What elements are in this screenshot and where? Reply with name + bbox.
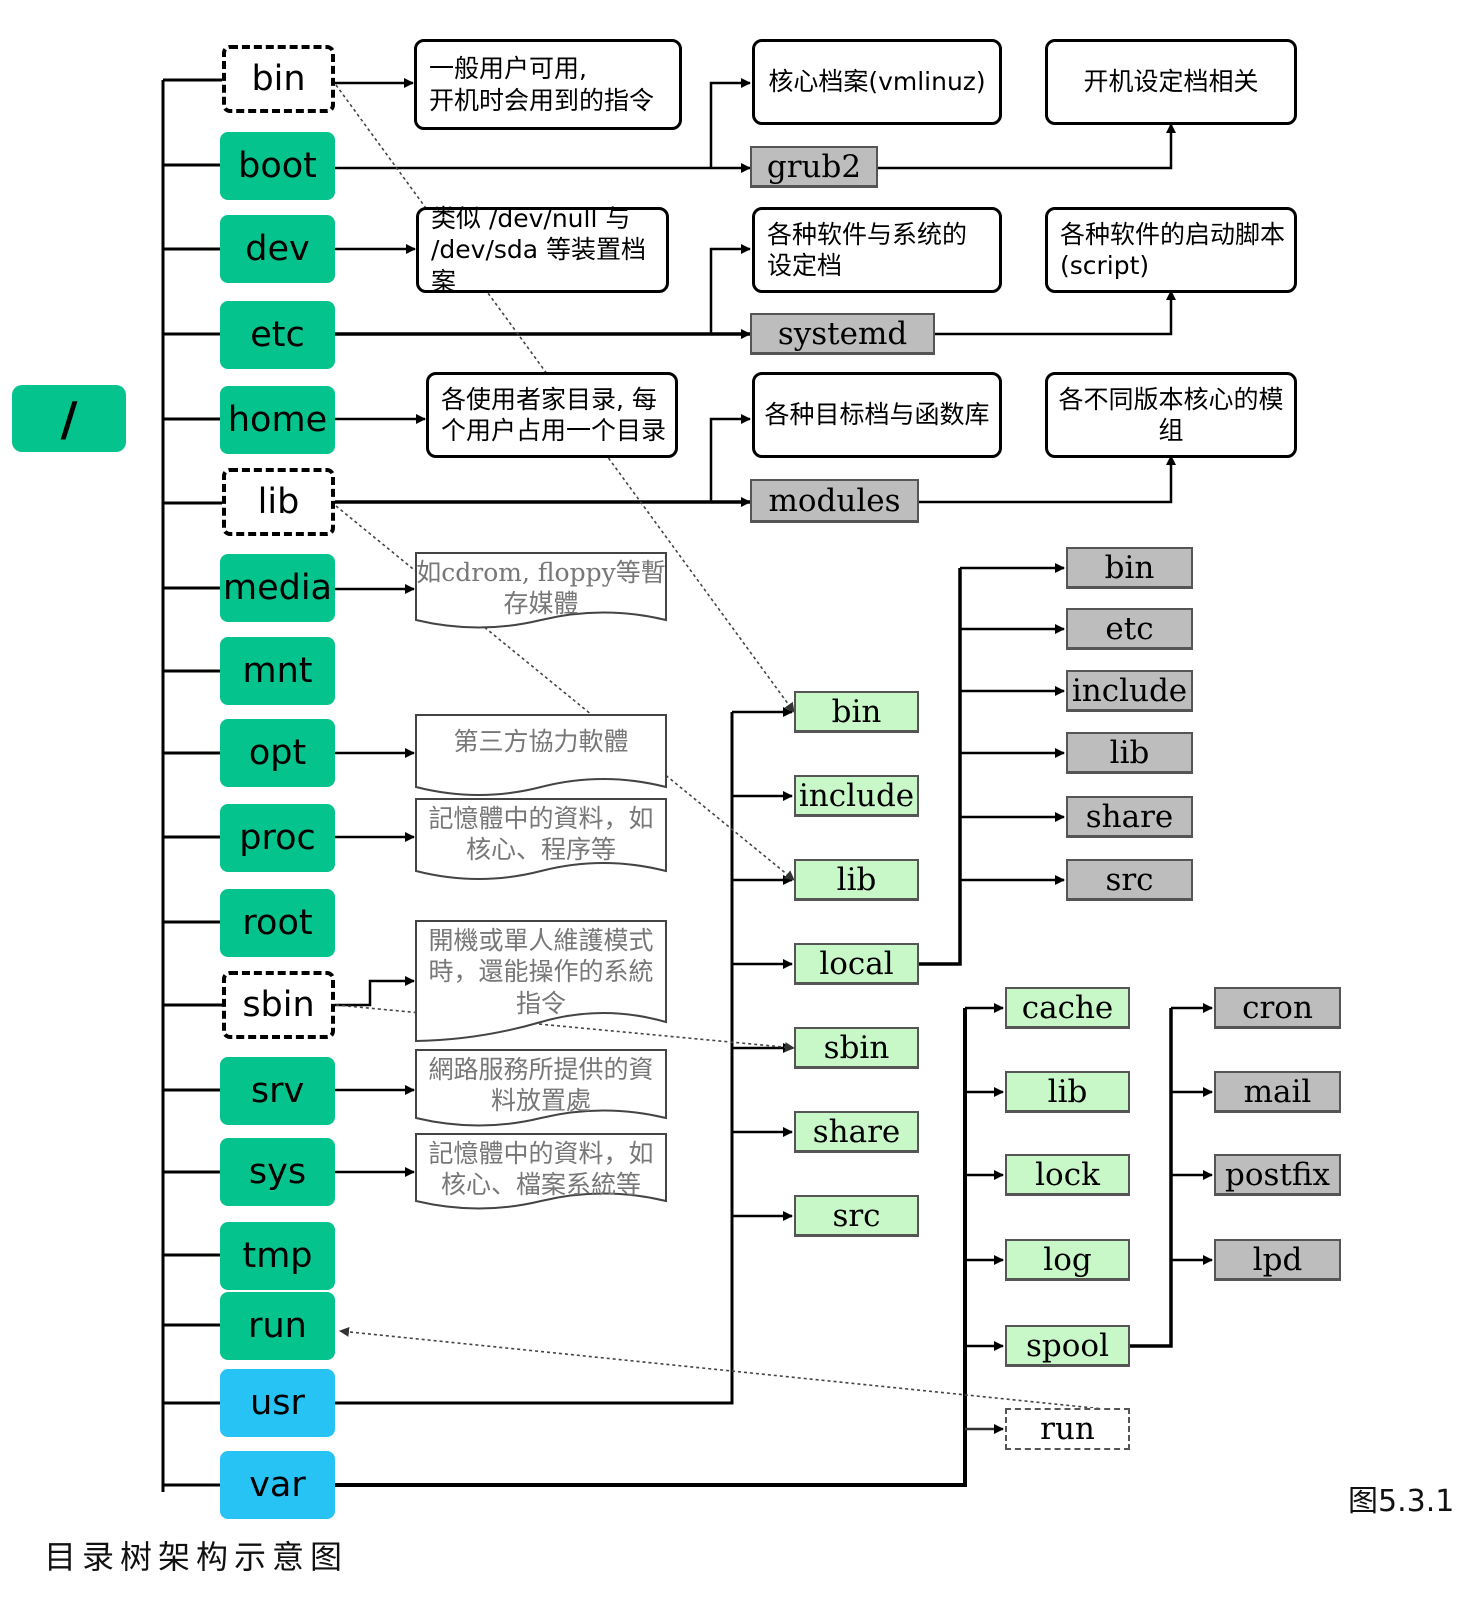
dir-dev: dev <box>220 215 335 283</box>
root-directory: / <box>12 385 126 452</box>
dir-var: var <box>220 1451 335 1519</box>
spool-lpd: lpd <box>1214 1239 1341 1281</box>
dir-sbin: sbin <box>222 971 335 1039</box>
dir-lib: lib <box>222 468 335 536</box>
subdir-grub2: grub2 <box>750 146 878 188</box>
local-include: include <box>1066 670 1193 712</box>
local-etc: etc <box>1066 608 1193 650</box>
var-lock: lock <box>1005 1154 1130 1196</box>
usr-share: share <box>794 1111 919 1153</box>
doc-proc: 記憶體中的資料，如 核心、程序等 <box>428 804 654 865</box>
dir-sys: sys <box>220 1138 335 1206</box>
var-log: log <box>1005 1239 1130 1281</box>
subdir-modules: modules <box>750 479 919 523</box>
spool-cron: cron <box>1214 987 1341 1029</box>
note-boot-config: 开机设定档相关 <box>1045 39 1297 125</box>
var-cache: cache <box>1005 987 1130 1029</box>
dir-media: media <box>220 554 335 622</box>
dir-srv: srv <box>220 1057 335 1125</box>
doc-sbin: 開機或單人維護模式 時，還能操作的系統 指令 <box>428 926 654 1018</box>
usr-bin: bin <box>794 691 919 733</box>
doc-opt: 第三方協力軟體 <box>453 727 629 756</box>
dir-etc: etc <box>220 301 335 369</box>
dir-tmp: tmp <box>220 1222 335 1290</box>
local-share: share <box>1066 796 1193 838</box>
note-bin: 一般用户可用, 开机时会用到的指令 <box>414 39 682 130</box>
subdir-systemd: systemd <box>750 313 935 355</box>
doc-media: 如cdrom, floppy等暫 存媒體 <box>416 558 666 619</box>
spool-mail: mail <box>1214 1071 1341 1113</box>
local-bin: bin <box>1066 547 1193 589</box>
local-src: src <box>1066 859 1193 901</box>
figure-caption: 目录树架构示意图 <box>44 1538 349 1576</box>
figure-number: 图5.3.1 <box>1348 1484 1455 1519</box>
note-libraries: 各种目标档与函数库 <box>752 372 1002 458</box>
dir-boot: boot <box>220 132 335 200</box>
dir-usr: usr <box>220 1369 335 1437</box>
note-home: 各使用者家目录, 每 个用户占用一个目录 <box>426 372 678 458</box>
var-lib: lib <box>1005 1071 1130 1113</box>
note-kernel-modules: 各不同版本核心的模组 <box>1045 372 1297 458</box>
dir-root: root <box>220 889 335 957</box>
spool-postfix: postfix <box>1214 1154 1341 1196</box>
usr-lib: lib <box>794 859 919 901</box>
usr-sbin: sbin <box>794 1027 919 1069</box>
usr-src: src <box>794 1195 919 1237</box>
doc-srv: 網路服務所提供的資 料放置處 <box>428 1055 654 1116</box>
local-lib: lib <box>1066 732 1193 774</box>
note-dev: 类似 /dev/null 与 /dev/sda 等装置档案 <box>416 204 669 296</box>
dir-home: home <box>220 386 335 454</box>
usr-include: include <box>794 775 919 817</box>
note-vmlinuz: 核心档案(vmlinuz) <box>752 39 1002 125</box>
note-startup-scripts: 各种软件的启动脚本 (script) <box>1045 207 1297 293</box>
dir-bin: bin <box>222 45 335 113</box>
dir-opt: opt <box>220 719 335 787</box>
dir-mnt: mnt <box>220 637 335 705</box>
dir-run: run <box>220 1292 335 1360</box>
dir-proc: proc <box>220 804 335 872</box>
usr-local: local <box>794 943 919 985</box>
var-run: run <box>1005 1408 1130 1450</box>
note-etc-config: 各种软件与系统的 设定档 <box>752 207 1002 293</box>
var-spool: spool <box>1005 1325 1130 1367</box>
doc-sys: 記憶體中的資料，如 核心、檔案系統等 <box>428 1139 654 1200</box>
